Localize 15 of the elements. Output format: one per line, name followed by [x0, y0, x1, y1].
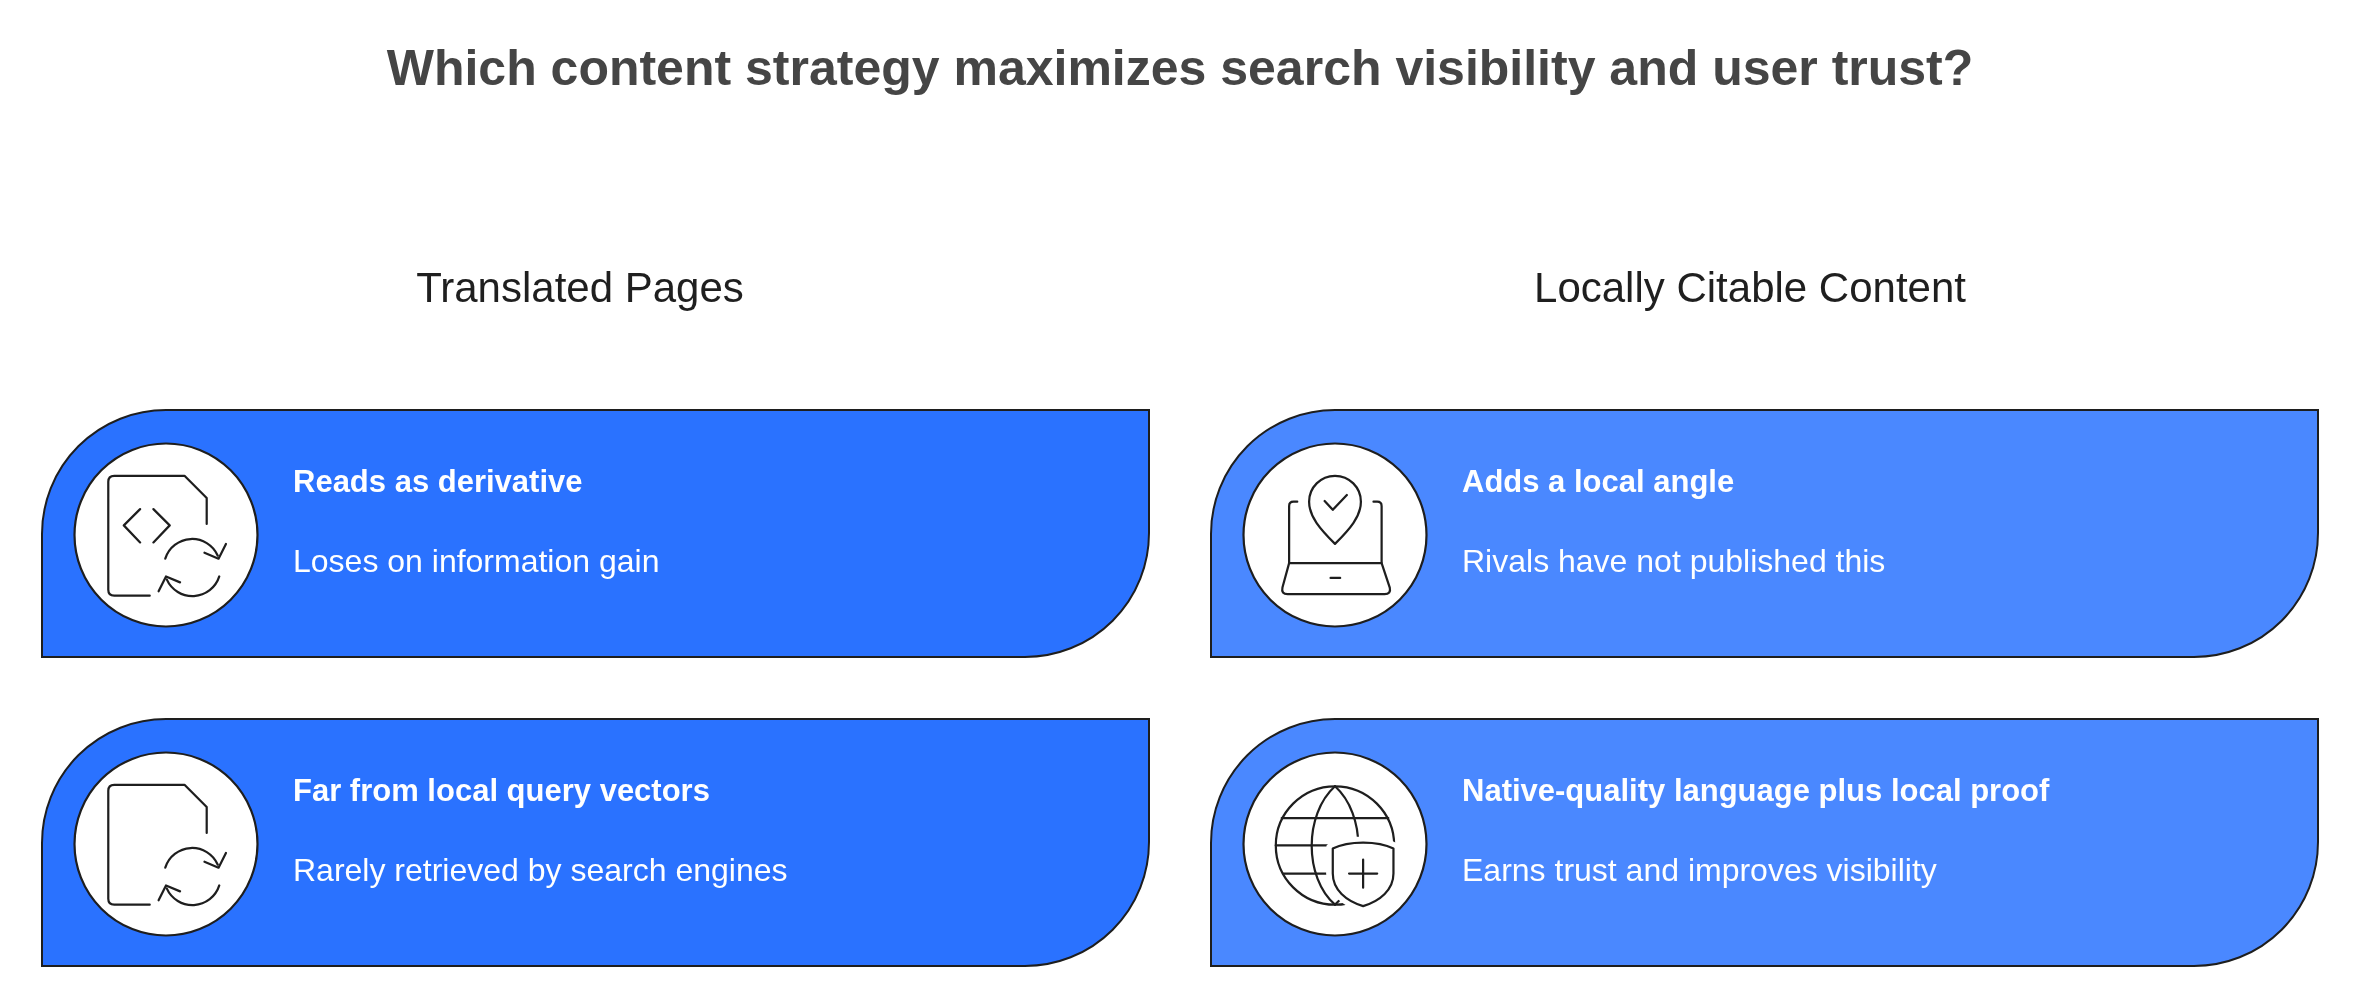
card-title: Native-quality language plus local proof [1462, 772, 2050, 810]
card-title: Reads as derivative [293, 463, 583, 501]
card-description: Loses on information gain [293, 542, 660, 581]
option-card [1210, 718, 2319, 967]
card-title: Adds a local angle [1462, 463, 1735, 501]
option-card [41, 409, 1150, 658]
column-heading: Locally Citable Content [1534, 263, 1966, 313]
diagram-title: Which content strategy maximizes search visibility and user trust? [386, 39, 1974, 98]
option-card [41, 718, 1150, 967]
column-heading: Translated Pages [416, 263, 744, 313]
card-title: Far from local query vectors [293, 772, 710, 810]
card-description: Rarely retrieved by search engines [293, 851, 788, 890]
card-description: Earns trust and improves visibility [1462, 851, 1937, 890]
option-card [1210, 409, 2319, 658]
card-description: Rivals have not published this [1462, 542, 1886, 581]
